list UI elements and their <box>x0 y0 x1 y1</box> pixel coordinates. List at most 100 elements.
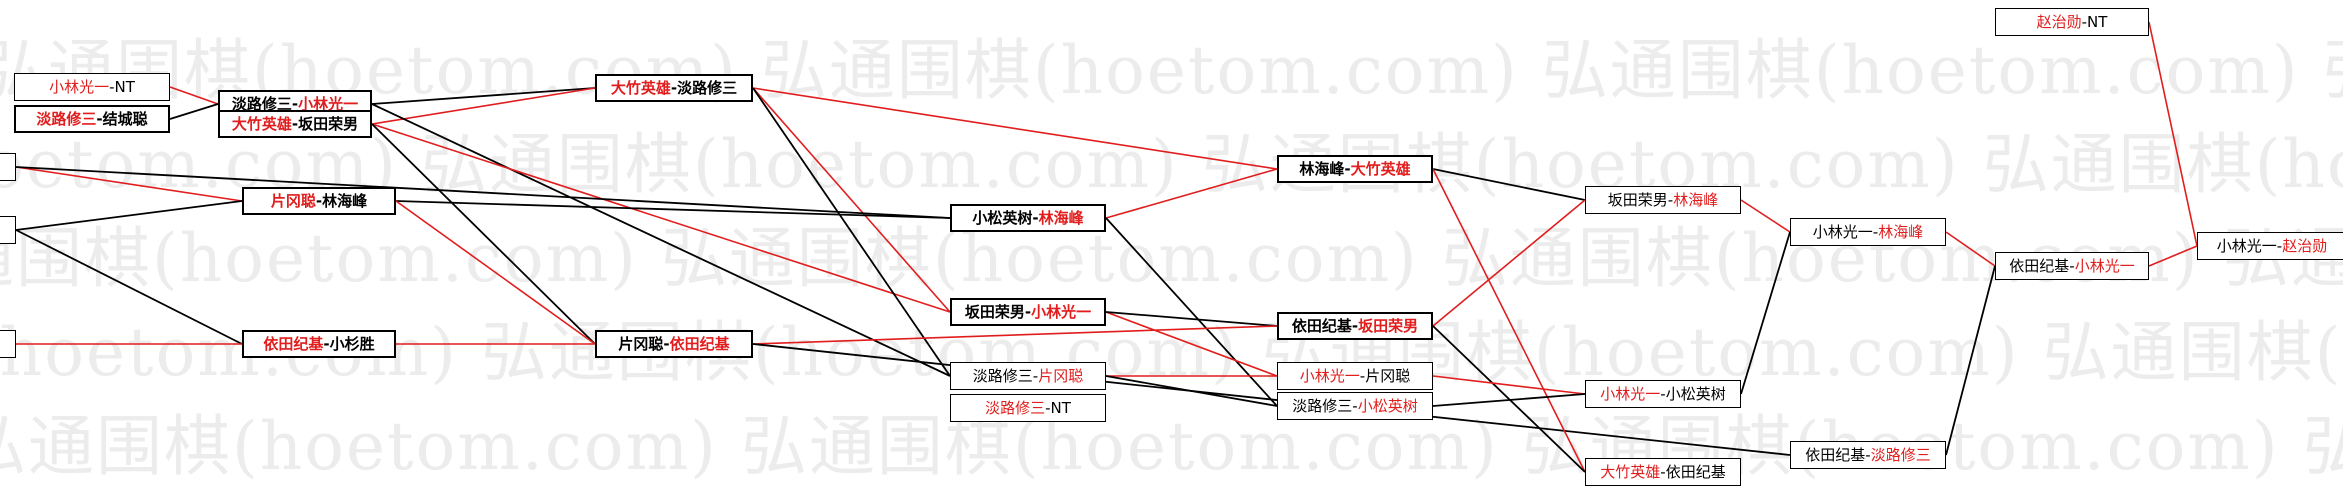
match-node: 小林光一-片冈聪 <box>1277 362 1433 390</box>
player-b: 林海峰 <box>1038 208 1084 227</box>
player-a: 淡路修三 <box>36 109 97 128</box>
separator: - <box>1045 398 1051 417</box>
player-b: 淡路修三 <box>677 78 738 97</box>
winner-line <box>371 123 951 313</box>
winner-line <box>15 166 243 202</box>
separator: - <box>1351 316 1359 335</box>
match-node: 淡路修三-结城聪 <box>14 105 170 133</box>
loser-line <box>15 229 243 345</box>
match-node: 赵治勋-NT <box>1995 8 2149 36</box>
separator: - <box>2081 12 2088 31</box>
loser-line <box>1105 217 1278 407</box>
winner-line <box>1432 168 1586 473</box>
match-node: 小林光一-NT <box>14 73 170 101</box>
player-a: 坂田荣男 <box>964 302 1025 321</box>
separator: - <box>2276 236 2283 255</box>
player-a: 小松英树 <box>972 208 1033 227</box>
winner-line <box>752 325 1278 345</box>
separator: - <box>1359 366 1366 385</box>
stub-node <box>0 216 16 244</box>
player-a: 片冈聪 <box>270 191 316 210</box>
loser-line <box>15 200 243 231</box>
loser-line <box>371 103 951 377</box>
winner-line <box>752 87 1278 170</box>
match-node: 小林光一-赵治勋 <box>2197 232 2343 260</box>
separator: - <box>1344 159 1351 178</box>
separator: - <box>1667 190 1674 209</box>
separator: - <box>1865 445 1871 464</box>
winner-line <box>1105 311 1278 377</box>
player-b: 小杉胜 <box>329 334 375 353</box>
player-a: 依田纪基 <box>263 334 324 353</box>
winner-line <box>2148 21 2198 247</box>
player-a: 赵治勋 <box>2036 12 2082 31</box>
loser-line <box>1105 375 1278 407</box>
loser-line <box>1432 325 1586 473</box>
separator: - <box>1032 366 1039 385</box>
separator: - <box>96 109 103 128</box>
player-a: 依田纪基 <box>1805 445 1866 464</box>
player-a: 小林光一 <box>1600 384 1661 403</box>
match-node: 坂田荣男-小林光一 <box>950 298 1106 326</box>
player-b: 赵治勋 <box>2282 236 2328 255</box>
player-a: 片冈聪 <box>618 334 664 353</box>
loser-line <box>1105 311 1278 327</box>
loser-line <box>1432 168 1586 201</box>
match-node: 依田纪基-小杉胜 <box>242 330 396 358</box>
player-a: 大竹英雄 <box>610 78 671 97</box>
player-b: 林海峰 <box>1673 190 1719 209</box>
winner-line <box>752 87 951 313</box>
match-node: 淡路修三-片冈聪 <box>950 362 1106 390</box>
match-node: 坂田荣男-林海峰 <box>1585 186 1741 214</box>
player-b: 小松英树 <box>1357 396 1418 415</box>
loser-line <box>752 343 1791 456</box>
loser-line <box>752 87 951 377</box>
loser-line <box>15 166 951 219</box>
player-b: 坂田荣男 <box>1358 316 1419 335</box>
player-b: 小林光一 <box>1031 302 1092 321</box>
player-b: 依田纪基 <box>669 334 730 353</box>
winner-line <box>395 200 596 345</box>
winner-line <box>169 86 219 105</box>
player-b: 片冈聪 <box>1365 366 1411 385</box>
match-node: 淡路修三-小松英树 <box>1277 392 1433 420</box>
player-a: 大竹英雄 <box>231 114 292 133</box>
match-node: 淡路修三-NT <box>950 394 1106 422</box>
player-b: 小松英树 <box>1665 384 1726 403</box>
match-node: 依田纪基-淡路修三 <box>1790 441 1946 469</box>
player-b: 依田纪基 <box>1665 462 1726 481</box>
player-a: 大竹英雄 <box>1600 462 1661 481</box>
player-b: 坂田荣男 <box>298 114 359 133</box>
player-b: NT <box>2087 12 2108 31</box>
winner-line <box>371 87 596 125</box>
separator: - <box>1024 302 1032 321</box>
player-a: 林海峰 <box>1299 159 1345 178</box>
separator: - <box>1032 208 1039 227</box>
winner-line <box>1105 168 1278 219</box>
match-node: 大竹英雄-依田纪基 <box>1585 458 1741 486</box>
separator: - <box>315 191 323 210</box>
winner-line <box>2148 245 2198 267</box>
separator: - <box>670 78 678 97</box>
loser-line <box>169 103 219 120</box>
player-b: NT <box>114 77 135 96</box>
player-b: 林海峰 <box>1878 222 1924 241</box>
winner-line <box>1945 231 1996 267</box>
match-node: 小松英树-林海峰 <box>950 204 1106 232</box>
player-b: 小林光一 <box>298 94 359 113</box>
loser-line <box>395 200 951 219</box>
player-b: 淡路修三 <box>1870 445 1931 464</box>
stub-node <box>0 153 16 181</box>
separator: - <box>1660 462 1666 481</box>
match-node: 大竹英雄-淡路修三 <box>595 74 753 102</box>
separator: - <box>109 77 115 96</box>
loser-line <box>371 123 596 345</box>
player-b: 林海峰 <box>322 191 368 210</box>
player-a: 小林光一 <box>49 77 110 96</box>
match-node: 林海峰-大竹英雄 <box>1277 155 1433 183</box>
separator: - <box>291 114 299 133</box>
player-b: 小林光一 <box>2074 256 2135 275</box>
separator: - <box>2069 256 2075 275</box>
separator: - <box>1660 384 1666 403</box>
player-a: 小林光一 <box>1299 366 1360 385</box>
